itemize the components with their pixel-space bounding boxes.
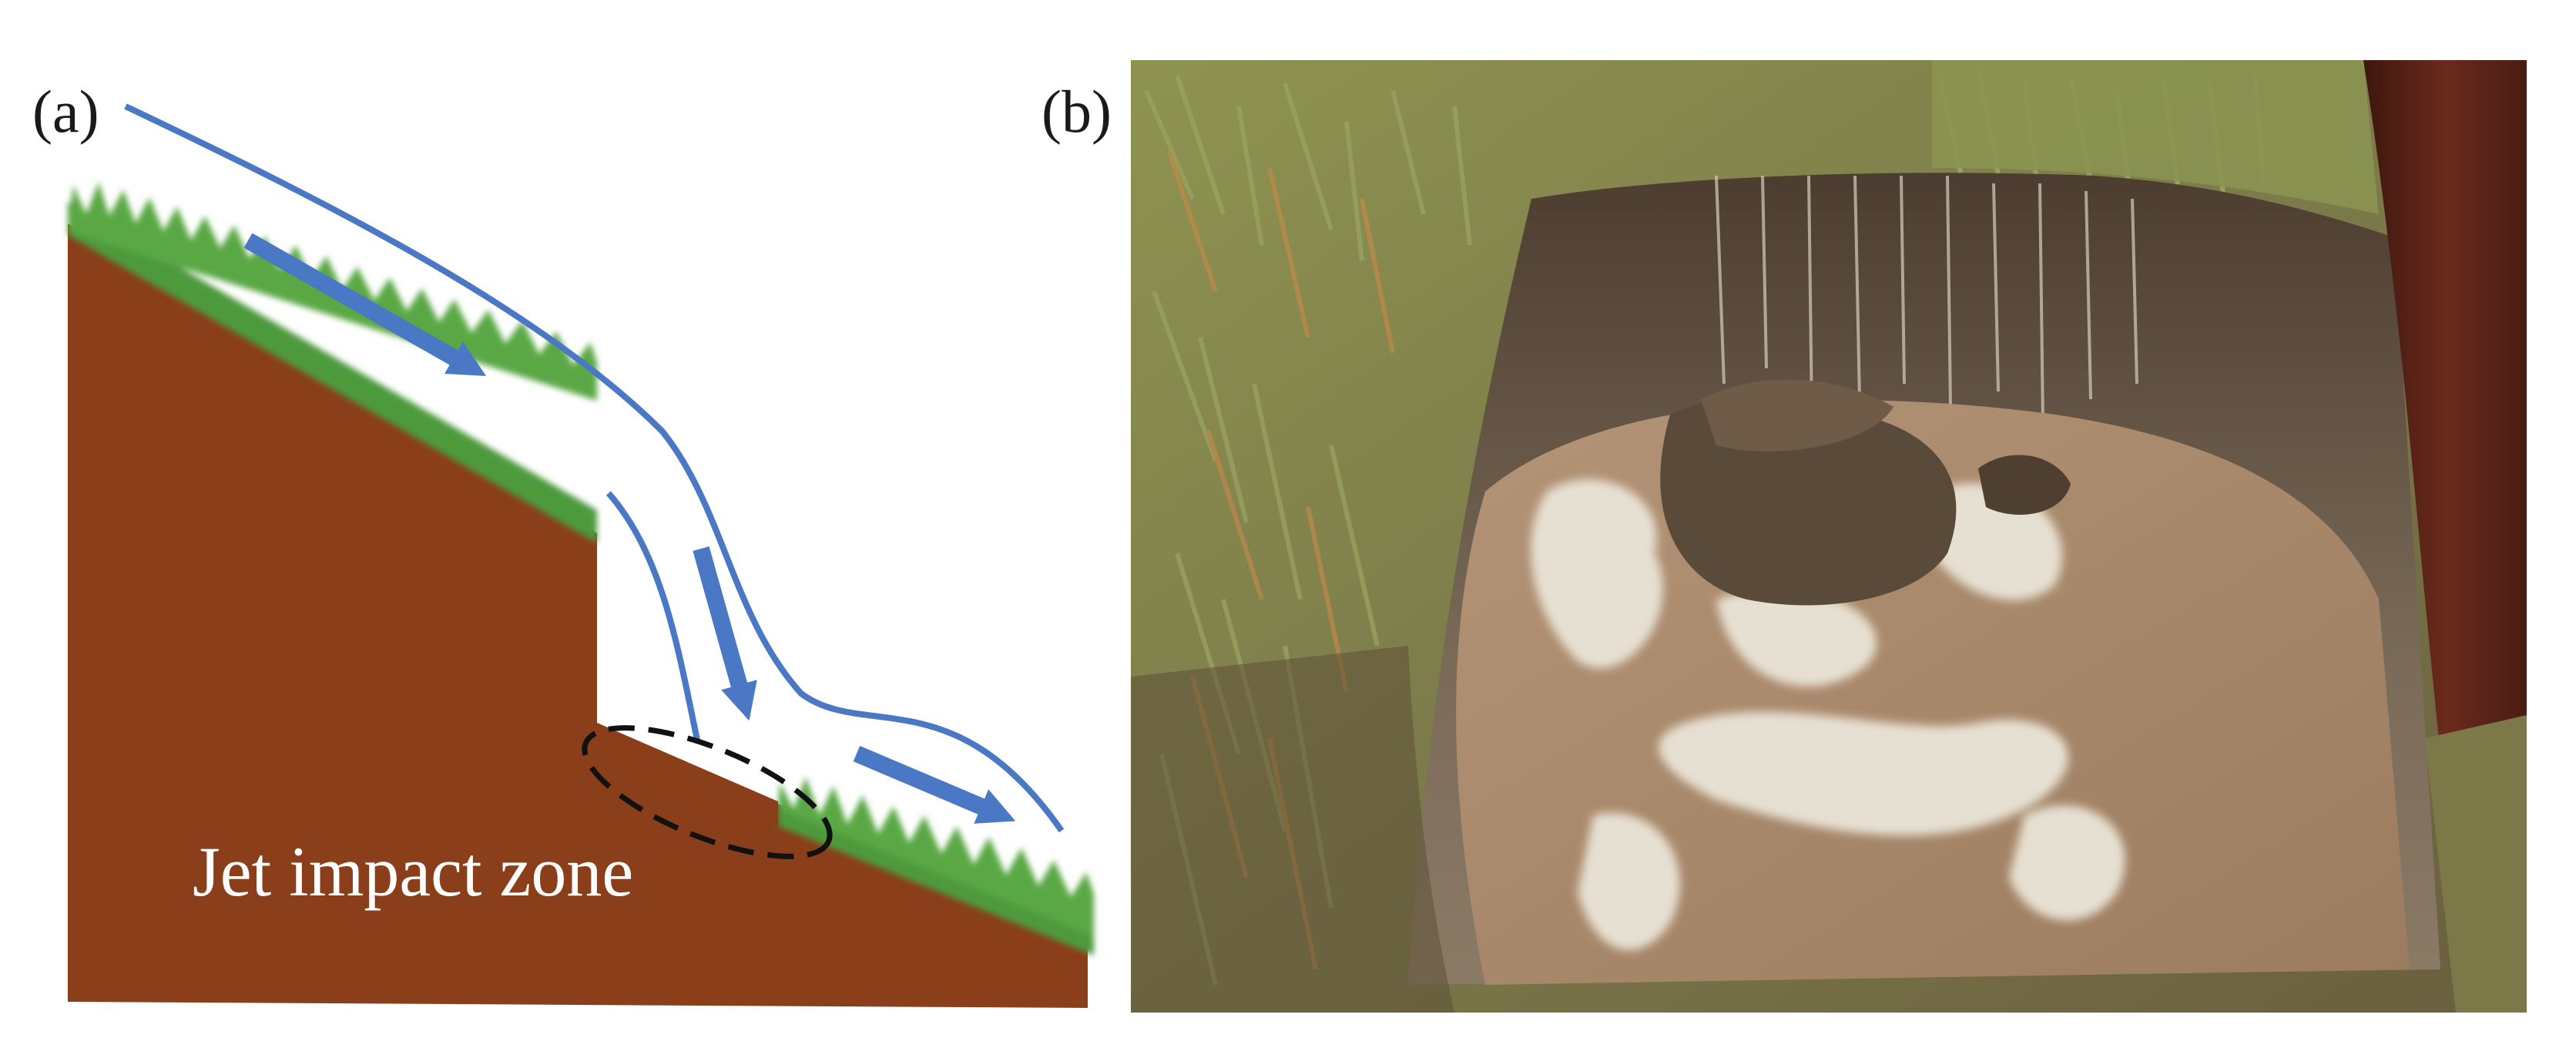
top-right-turf [1932, 60, 2379, 214]
steel-plate [2363, 60, 2527, 754]
headcut-photo [1131, 60, 2527, 1013]
jet-lower-streamline [605, 491, 700, 741]
left-bank-shadow [1131, 646, 1454, 1013]
jet-upper-streamline [124, 103, 1065, 833]
collapsed-soil-top [1701, 379, 1893, 452]
plunge-step [597, 723, 778, 826]
lower-grass [778, 777, 1094, 956]
jet-impact-zone-outline [582, 725, 833, 859]
seepage-streaks [1715, 175, 2138, 423]
jet-impact-zone-label: Jet impact zone [193, 832, 633, 911]
headcut-schematic: Jet impact zone [68, 103, 1094, 1008]
small-soil-block [1978, 455, 2071, 515]
collapsed-soil-block [1660, 397, 1957, 606]
panel-label-a: (a) [32, 78, 99, 145]
flow-arrow-jet [693, 546, 757, 721]
right-grass [2425, 715, 2527, 1013]
flow-arrow-upper [243, 233, 487, 376]
panel-label-b: (b) [1041, 78, 1112, 145]
flow-arrow-lower [853, 745, 1016, 824]
soil-body [68, 223, 1088, 1008]
foam [1531, 479, 2125, 950]
